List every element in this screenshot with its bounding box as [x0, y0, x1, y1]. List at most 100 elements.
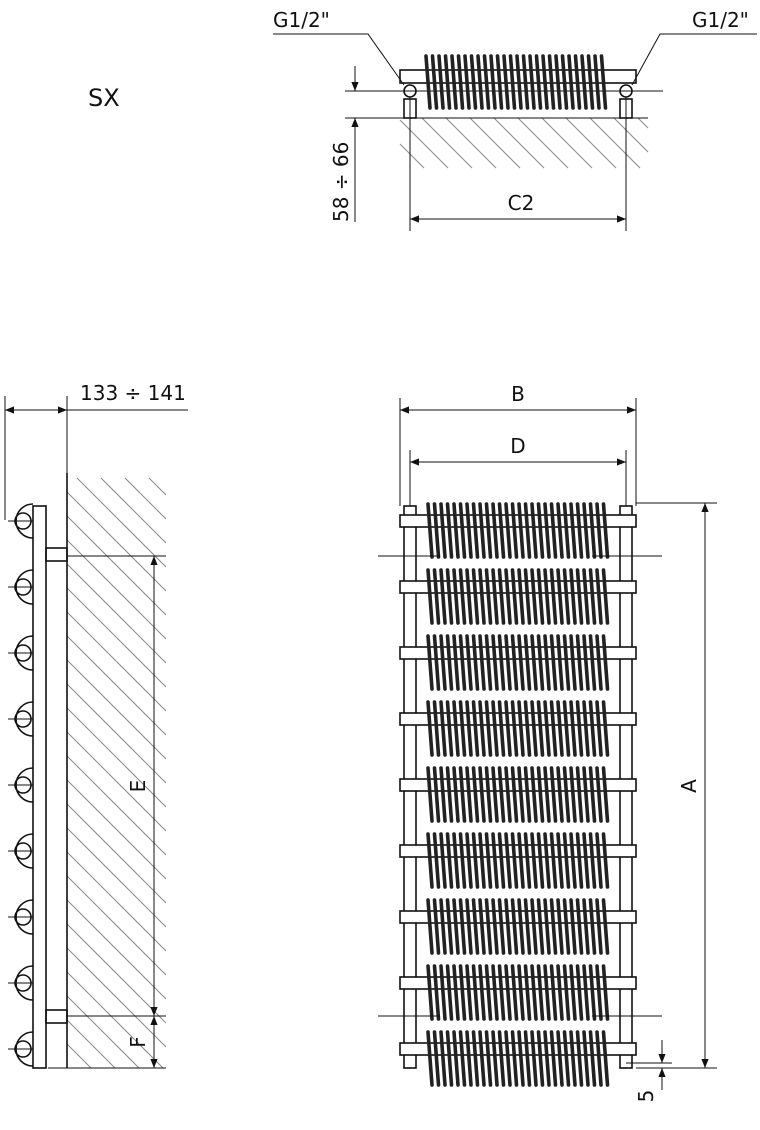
top-coil-stroke — [424, 54, 432, 110]
rail-coil-stroke — [458, 1030, 467, 1087]
rail-coil-stroke — [549, 1030, 558, 1087]
top-hatch-line — [421, 117, 473, 169]
rail-coil-stroke — [582, 568, 590, 625]
top-coils — [424, 54, 608, 110]
rail-coil-stroke — [575, 634, 584, 691]
rail-coil-stroke — [562, 766, 571, 823]
rail-coil-stroke — [601, 568, 610, 625]
top-coil-stroke — [450, 54, 458, 110]
side-rail-loop — [8, 569, 34, 605]
rail-coil-stroke — [432, 1030, 441, 1087]
side-rail-loop — [8, 767, 34, 803]
rail-coil-stroke — [569, 502, 577, 559]
rail-coil-stroke — [556, 964, 564, 1021]
rail-coil-stroke — [445, 568, 454, 625]
rail-coil-stroke — [601, 700, 610, 757]
side-hatch-line — [66, 971, 164, 1069]
rail-coil-stroke — [497, 568, 506, 625]
rail-coil-stroke — [445, 964, 454, 1021]
top-coil-stroke — [456, 54, 465, 110]
rail-coil-stroke — [517, 766, 525, 823]
rail-coil-stroke — [588, 568, 597, 625]
rail-coil-stroke — [497, 898, 506, 955]
rail-coil-stroke — [484, 766, 493, 823]
rail-coil-stroke — [471, 898, 480, 955]
side-hatch-line — [66, 731, 167, 832]
side-rail-loop — [8, 503, 34, 539]
side-hatch-line — [66, 755, 167, 856]
side-hatch-line — [66, 491, 167, 592]
rail-coil-stroke — [549, 898, 558, 955]
rail-coil-stroke — [543, 964, 551, 1021]
d-label: D — [510, 434, 525, 458]
front-view: B D A 5 — [378, 382, 717, 1102]
rail-coil-stroke — [543, 634, 551, 691]
rail-coil-stroke — [432, 634, 441, 691]
side-rail-loop — [8, 635, 34, 671]
rail-coil-stroke — [439, 898, 447, 955]
rail-coil-stroke — [471, 766, 480, 823]
rail-coil-stroke — [504, 964, 512, 1021]
rail-coil-stroke — [452, 832, 460, 889]
front-rail — [399, 964, 637, 1021]
front-rail — [399, 832, 637, 889]
front-rail — [399, 1030, 637, 1087]
rail-coil-stroke — [504, 898, 512, 955]
front-rail — [399, 898, 637, 955]
side-rail-loop — [8, 1031, 34, 1067]
rail-coil-stroke — [556, 502, 564, 559]
rail-coil-stroke — [517, 568, 525, 625]
side-hatch-line — [66, 947, 167, 1048]
rail-coil-stroke — [588, 898, 597, 955]
rail-coil-stroke — [523, 1030, 532, 1087]
rail-coil-stroke — [569, 766, 577, 823]
rail-coil-stroke — [497, 832, 506, 889]
rail-coil-stroke — [426, 568, 434, 625]
rail-coil-stroke — [465, 1030, 473, 1087]
rail-coil-stroke — [445, 832, 454, 889]
top-hatch-line — [445, 117, 497, 169]
side-hatch-line — [148, 477, 167, 496]
rail-coil-stroke — [478, 502, 486, 559]
rail-coil-stroke — [562, 568, 571, 625]
rail-coil-stroke — [536, 898, 545, 955]
rail-coil-stroke — [556, 1030, 564, 1087]
rail-coil-stroke — [484, 1030, 493, 1087]
top-hatch-line — [469, 117, 521, 169]
side-hatch-line — [124, 477, 167, 520]
rail-coil-stroke — [465, 898, 473, 955]
top-coil-stroke — [521, 54, 530, 110]
rail-coil-stroke — [530, 634, 538, 691]
rail-coil-stroke — [575, 502, 584, 559]
rail-coil-stroke — [575, 766, 584, 823]
connection-left-label: G1/2" — [273, 8, 330, 32]
rail-coil-stroke — [523, 964, 532, 1021]
top-coil-stroke — [469, 54, 478, 110]
rail-coil-stroke — [588, 700, 597, 757]
rail-coil-stroke — [530, 832, 538, 889]
rail-coil-stroke — [556, 634, 564, 691]
rail-coil-stroke — [478, 700, 486, 757]
rail-coil-stroke — [536, 502, 545, 559]
rail-coil-stroke — [445, 898, 454, 955]
rail-coil-stroke — [523, 502, 532, 559]
rail-coil-stroke — [549, 964, 558, 1021]
top-hatch-line — [517, 117, 569, 169]
rail-coil-stroke — [601, 634, 610, 691]
rail-coil-stroke — [588, 634, 597, 691]
rail-coil-stroke — [510, 832, 519, 889]
rail-coil-stroke — [439, 1030, 447, 1087]
rail-coil-stroke — [523, 898, 532, 955]
rail-coil-stroke — [471, 568, 480, 625]
top-coil-stroke — [534, 54, 543, 110]
rail-coil-stroke — [536, 766, 545, 823]
side-wall-hatch — [66, 477, 167, 1069]
side-hatch-line — [66, 659, 167, 760]
rail-coil-stroke — [517, 502, 525, 559]
top-hatch-line — [541, 117, 593, 169]
side-view: 133 ÷ 141 E F — [4, 381, 188, 1069]
rail-coil-stroke — [523, 766, 532, 823]
rail-coil-stroke — [484, 898, 493, 955]
rail-coil-stroke — [549, 568, 558, 625]
rail-coil-stroke — [556, 700, 564, 757]
